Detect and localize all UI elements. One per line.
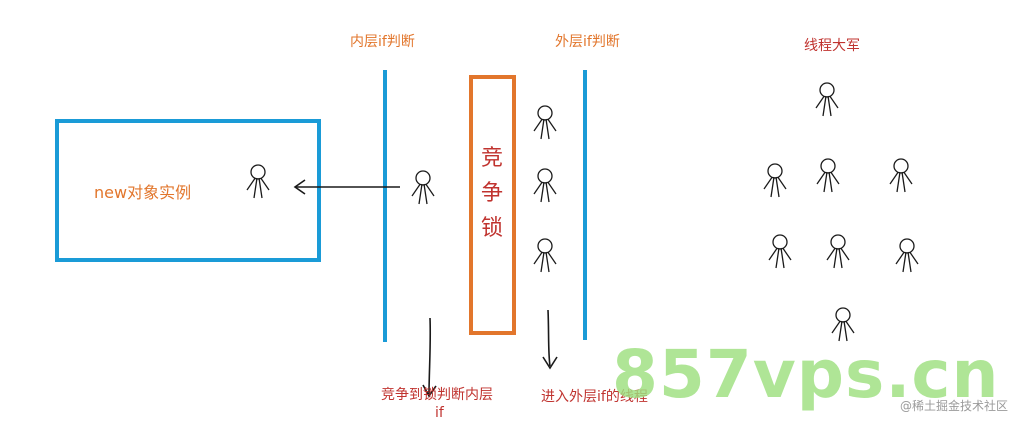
thread-figure <box>768 234 792 269</box>
thread-army-label: 线程大军 <box>804 38 860 54</box>
watermark: 857vps.cn <box>612 336 1000 413</box>
thread-figure <box>826 234 850 269</box>
compete-lock-char-3: 锁 <box>481 216 504 241</box>
thread-figure <box>533 238 557 273</box>
thread-figure <box>889 158 913 193</box>
inner-if-label: 内层if判断 <box>350 34 415 50</box>
compete-to-inner-label: 竞争到锁判断内层 <box>381 387 493 403</box>
thread-figure <box>815 82 839 117</box>
thread-figure <box>411 170 435 205</box>
thread-figure <box>831 307 855 342</box>
new-instance-label: new对象实例 <box>94 183 192 202</box>
instance-box <box>55 119 321 262</box>
thread-figure <box>533 168 557 203</box>
outer-if-label: 外层if判断 <box>555 34 620 50</box>
thread-figure <box>895 238 919 273</box>
arrow-to-instance <box>293 179 400 195</box>
thread-figure <box>533 105 557 140</box>
compete-lock-char-2: 争 <box>481 181 504 206</box>
compete-lock-char-1: 竞 <box>481 146 504 171</box>
lock-box <box>469 75 516 335</box>
thread-figures <box>246 82 919 342</box>
thread-figure <box>763 163 787 198</box>
thread-figure <box>816 158 840 193</box>
enter-outer-label: 进入外层if的线程 <box>541 389 648 405</box>
cut-text: if <box>435 405 444 421</box>
down-arrow-inner <box>422 317 437 398</box>
thread-figure <box>246 164 270 199</box>
credit-text: @稀土掘金技术社区 <box>900 399 1009 413</box>
down-arrow-outer <box>542 309 558 370</box>
